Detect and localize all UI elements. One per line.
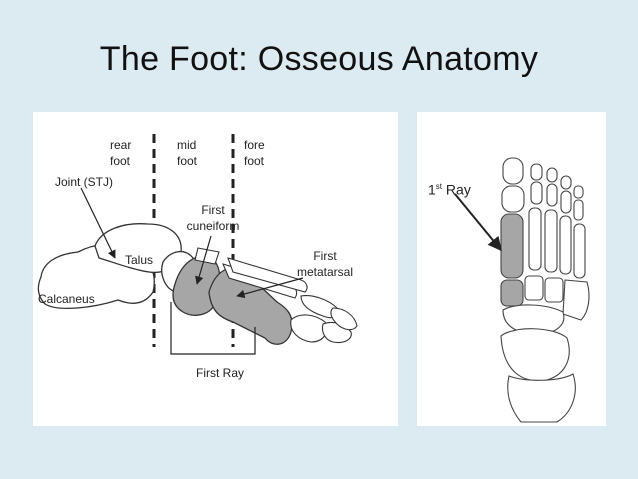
metatarsal-arrow xyxy=(236,277,304,299)
toe-phalanx xyxy=(573,185,584,199)
first-cuneiform-highlight xyxy=(500,279,524,307)
joint-arrow xyxy=(80,187,116,259)
lateral-foot-illustration xyxy=(37,134,358,355)
slide-title: The Foot: Osseous Anatomy xyxy=(99,40,539,78)
metatarsal-bone xyxy=(573,223,586,279)
toe-phalanx xyxy=(530,181,543,205)
cuboid-bone xyxy=(562,279,590,321)
cuneiform-arrow xyxy=(195,235,212,285)
mid-label-2: foot xyxy=(177,154,198,168)
lateral-foot-panel: rear foot mid foot fore foot Joint (STJ)… xyxy=(33,112,398,426)
lesser-phalanx-bone xyxy=(330,307,358,331)
hallux-distal-phalanx xyxy=(502,157,524,185)
metatarsal-label-2: metatarsal xyxy=(296,265,354,279)
toe-phalanx xyxy=(573,199,584,221)
cuneiform-bone xyxy=(524,275,544,301)
metatarsal-bone xyxy=(544,209,558,273)
ray-number: 1 xyxy=(428,181,436,198)
talus-bone xyxy=(500,328,570,382)
cuneiform-label-2: cuneiform xyxy=(186,219,240,233)
calcaneus-bone xyxy=(507,373,576,423)
metatarsal-bone xyxy=(227,257,308,293)
fore-label-2: foot xyxy=(244,154,265,168)
proximal-phalanx-bone xyxy=(290,314,328,343)
metatarsal-bone xyxy=(528,207,542,271)
talus-label: Talus xyxy=(125,253,154,267)
first-ray-arrow xyxy=(454,193,502,252)
first-ray-bracket xyxy=(170,302,256,355)
cuboid-bone xyxy=(194,247,220,265)
toe-phalanx xyxy=(546,183,558,207)
hallux-proximal-phalanx xyxy=(501,185,525,213)
fore-label-1: fore xyxy=(244,138,265,152)
first-ray-label: First Ray xyxy=(196,366,244,380)
toe-phalanx xyxy=(560,175,572,190)
navicular-bone xyxy=(502,304,565,335)
rear-label-2: foot xyxy=(110,154,131,168)
cuneiform-bone xyxy=(544,277,564,303)
dorsal-foot-panel: 1st Ray xyxy=(417,112,606,426)
metatarsal-label-1: First xyxy=(313,249,337,263)
joint-label: Joint (STJ) xyxy=(55,175,114,189)
toe-phalanx xyxy=(530,163,543,181)
calcaneus-label: Calcaneus xyxy=(38,292,95,306)
toe-phalanx xyxy=(546,167,558,183)
first-ray-label-right: 1st Ray xyxy=(428,179,471,198)
metatarsal-bone xyxy=(559,215,572,275)
ray-superscript: st xyxy=(435,182,443,191)
first-metatarsal-highlight xyxy=(500,213,524,279)
rear-label-1: rear xyxy=(110,138,132,152)
dorsal-foot-illustration xyxy=(454,157,590,423)
toe-phalanx xyxy=(560,190,572,214)
mid-label-1: mid xyxy=(177,138,197,152)
ray-word: Ray xyxy=(445,181,471,198)
cuneiform-label-1: First xyxy=(201,203,225,217)
